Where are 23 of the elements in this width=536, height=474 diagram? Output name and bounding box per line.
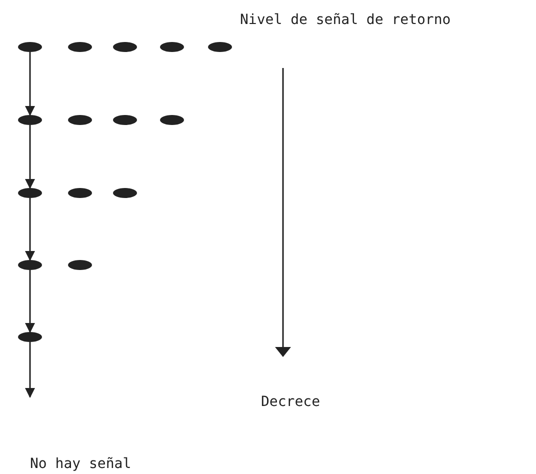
dash-mark xyxy=(68,115,92,125)
axis-title: Nivel de señal de retorno xyxy=(240,12,451,28)
arrow xyxy=(25,52,35,116)
dash-mark xyxy=(113,115,137,125)
dash-mark xyxy=(160,115,184,125)
dash-mark xyxy=(18,260,42,270)
dash-mark xyxy=(68,188,92,198)
arrow xyxy=(25,125,35,189)
arrow xyxy=(25,270,35,333)
dash-mark xyxy=(18,332,42,342)
dash-mark xyxy=(208,42,232,52)
arrow xyxy=(25,342,35,398)
dash-mark xyxy=(18,42,42,52)
dash-mark xyxy=(113,42,137,52)
dash-mark xyxy=(113,188,137,198)
dash-mark xyxy=(160,42,184,52)
direction-label: Decrece xyxy=(261,394,320,410)
dash-mark xyxy=(18,188,42,198)
dash-mark xyxy=(68,42,92,52)
end-label: No hay señal xyxy=(30,456,132,472)
arrow xyxy=(25,198,35,261)
dash-mark xyxy=(18,115,42,125)
dash-mark xyxy=(68,260,92,270)
